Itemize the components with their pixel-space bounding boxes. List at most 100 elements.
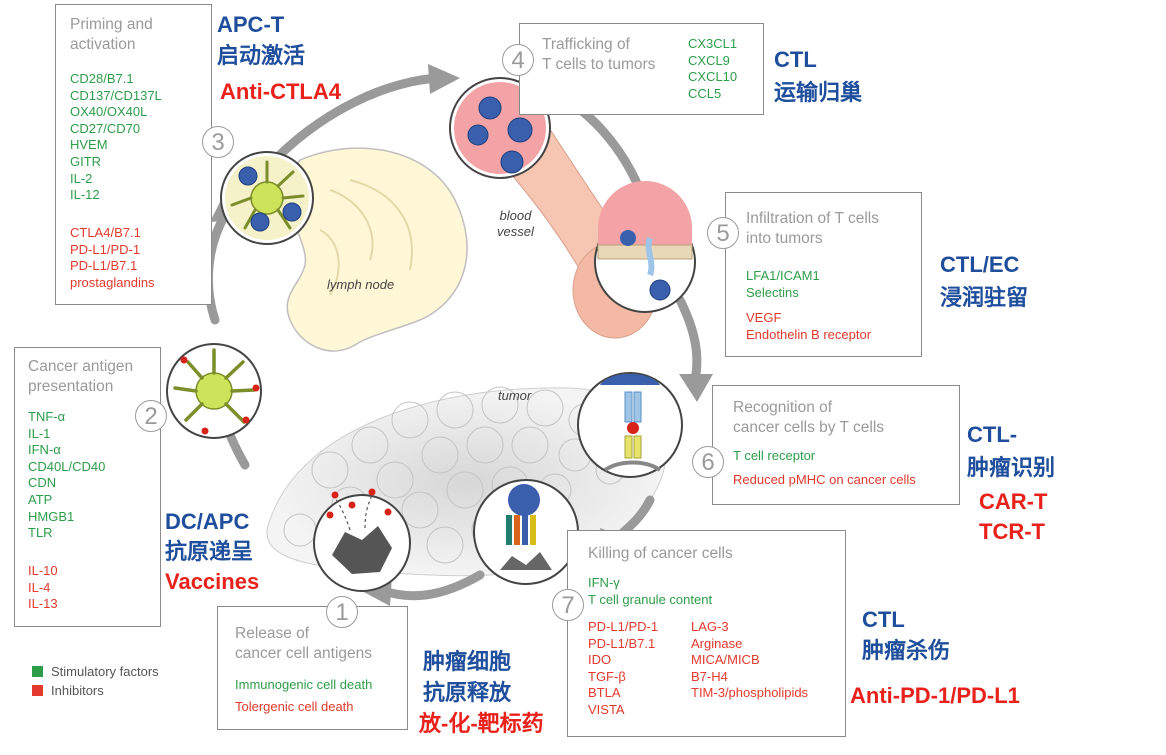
killing-cell-illustration [473,479,579,585]
step-1-stim-item: Immunogenic cell death [235,677,373,692]
step-3-inh-item: PD-L1/PD-1 [70,241,141,257]
antigen-presentation-cell-illustration [166,343,262,439]
step-2-inhibitor-list: IL-10 IL-4 IL-13 [28,563,58,613]
step-2-box: Cancer antigen presentation TNF-α IL-1 I… [14,347,161,627]
step-3-inh-item: PD-L1/B7.1 [70,258,138,274]
legend-inhibitors: Inhibitors [32,683,104,698]
step-1-inhibitor-list: Tolergenic cell death [235,699,354,716]
step-5-stim-item: LFA1/ICAM1 [746,268,820,283]
step-7-title: Killing of cancer cells [588,545,733,562]
step-5-stim-item: Selectins [746,284,799,300]
step-2-inh-item: IL-13 [28,596,58,612]
annotation-release-cn2: 抗原释放 [423,680,512,705]
annotation-ctl-traffic-cn: 运输归巢 [774,80,863,105]
step-7-inh-item: LAG-3 [691,619,729,634]
step-2-stim-item: ATP [28,491,53,507]
step-3-stim-item: CD137/CD137L [70,87,162,103]
step-2-inh-item: IL-10 [28,563,58,578]
step-6-title: Recognition of cancer cells by T cells [733,398,884,438]
infiltration-cell-illustration [594,181,696,313]
step-3-title-line1: Priming and [70,16,153,33]
annotation-ctl-kill-cn: 肿瘤杀伤 [862,638,951,663]
step-5-title-line1: Infiltration of T cells [746,210,879,227]
step-4-stimulatory-list: CX3CL1 CXCL9 CXCL10 CCL5 [688,36,737,102]
step-3-stim-item: CD28/B7.1 [70,71,134,86]
annotation-ctl-ec-cn: 浸润驻留 [940,285,1029,310]
step-7-inh-item: TIM-3/phospholipids [691,685,809,701]
step-7-stim-item: T cell granule content [588,591,713,607]
step-7-inhibitor-list-col1: PD-L1/PD-1 PD-L1/B7.1 IDO TGF-β BTLA VIS… [588,619,658,719]
annotation-car-t: CAR-T [979,489,1048,514]
step-1-title-line1: Release of [235,625,310,642]
legend-inhibitors-label: Inhibitors [51,683,104,698]
step-4-number: 4 [502,44,534,76]
step-4-title: Trafficking of T cells to tumors [542,35,655,75]
step-1-box: Release of cancer cell antigens Immunoge… [217,606,408,730]
annotation-anti-ctla4: Anti-CTLA4 [220,79,341,104]
tumor-label: tumor [498,388,532,403]
step-7-inhibitor-list-col2: LAG-3 Arginase MICA/MICB B7-H4 TIM-3/pho… [691,619,808,702]
step-2-inh-item: IL-4 [28,579,51,595]
step-3-box: Priming and activation CD28/B7.1 CD137/C… [55,4,212,305]
step-7-stim-item: IFN-γ [588,575,620,590]
annotation-ctl-kill: CTL [862,607,905,632]
step-3-stimulatory-list: CD28/B7.1 CD137/CD137L OX40/OX40L CD27/C… [70,71,162,204]
blood-vessel-label-line1: blood [499,208,532,223]
step-2-stim-item: TLR [28,525,53,541]
step-3-stim-item: CD27/CD70 [70,120,141,136]
step-7-inh-item: TGF-β [588,668,626,684]
priming-cell-illustration [220,151,314,245]
legend-stimulatory-label: Stimulatory factors [51,664,159,679]
step-2-number: 2 [135,400,167,432]
step-7-inh-item: B7-H4 [691,668,728,684]
step-4-stim-item: CX3CL1 [688,36,738,51]
step-6-stimulatory-list: T cell receptor [733,448,815,465]
step-6-number: 6 [692,446,724,478]
annotation-release-cn1: 肿瘤细胞 [423,649,512,674]
step-5-inh-item: Endothelin B receptor [746,326,872,342]
step-7-inh-item: BTLA [588,685,621,701]
annotation-dc-apc-cn: 抗原递呈 [165,539,254,564]
legend-inhibitors-swatch [32,685,43,696]
lymph-node-shape [286,147,468,352]
step-3-inh-item: prostaglandins [70,274,155,290]
step-6-box: Recognition of cancer cells by T cells T… [712,385,960,505]
step-3-stim-item: IL-12 [70,187,100,203]
step-7-inh-item: PD-L1/PD-1 [588,619,659,634]
step-3-inh-item: CTLA4/B7.1 [70,225,141,240]
step-6-stim-item: T cell receptor [733,448,816,463]
step-2-title: Cancer antigen presentation [28,357,133,397]
step-4-title-line2: T cells to tumors [542,56,656,73]
step-7-inh-item: PD-L1/B7.1 [588,635,656,651]
step-6-title-line2: cancer cells by T cells [733,419,885,436]
step-7-inh-item: Arginase [691,635,743,651]
annotation-ctl-recognition: CTL- [967,422,1018,447]
step-3-inhibitor-list: CTLA4/B7.1 PD-L1/PD-1 PD-L1/B7.1 prostag… [70,225,155,291]
step-2-stim-item: HMGB1 [28,508,75,524]
step-6-inh-item: Reduced pMHC on cancer cells [733,472,916,487]
step-4-stim-item: CCL5 [688,85,722,101]
step-7-inh-item: MICA/MICB [691,652,760,668]
step-2-stim-item: CD40L/CD40 [28,458,106,474]
step-3-stim-item: OX40/OX40L [70,104,148,120]
step-5-title: Infiltration of T cells into tumors [746,209,879,249]
step-3-stim-item: HVEM [70,137,108,153]
trafficking-cell-illustration [449,77,551,179]
annotation-apc-t: APC-T [217,12,285,37]
annotation-anti-pd1: Anti-PD-1/PD-L1 [850,683,1020,708]
blood-vessel-label-line2: vessel [497,224,534,239]
step-4-stim-item: CXCL9 [688,52,730,68]
annotation-release-cn3: 放-化-靶标药 [419,711,544,736]
step-2-stim-item: CDN [28,475,57,491]
step-5-number: 5 [707,217,739,249]
annotation-vaccines: Vaccines [165,569,260,594]
step-5-inhibitor-list: VEGF Endothelin B receptor [746,310,871,343]
legend-stimulatory: Stimulatory factors [32,664,159,679]
step-3-stim-item: GITR [70,153,102,169]
step-5-inh-item: VEGF [746,310,782,325]
step-2-stimulatory-list: TNF-α IL-1 IFN-α CD40L/CD40 CDN ATP HMGB… [28,409,105,542]
step-1-inh-item: Tolergenic cell death [235,699,354,714]
annotation-ctl-recognition-cn: 肿瘤识别 [967,455,1056,480]
